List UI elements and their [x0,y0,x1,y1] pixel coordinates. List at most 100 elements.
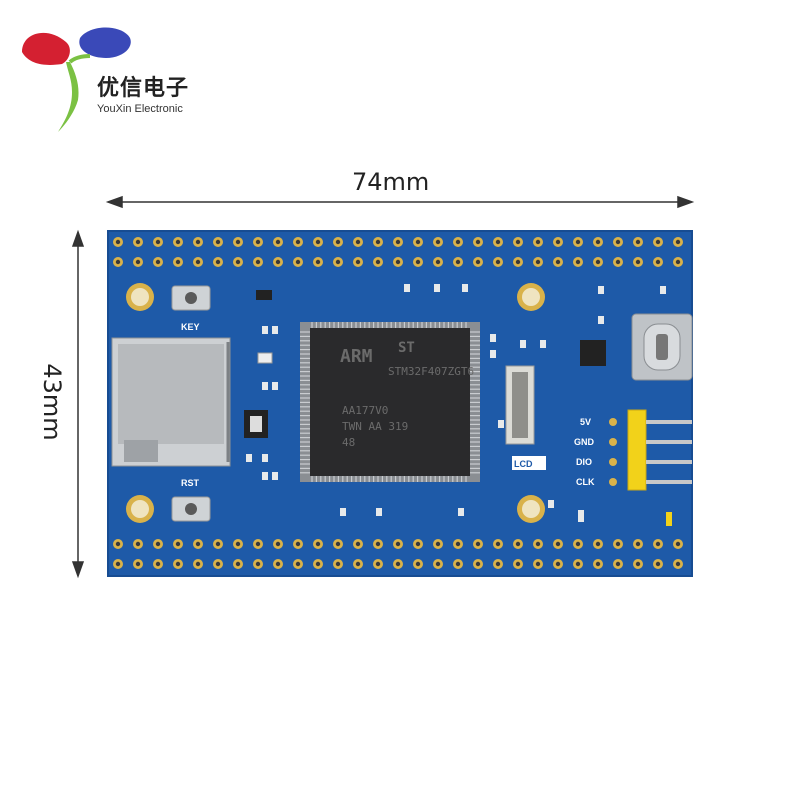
pin-hole-center [355,541,361,547]
brand-name-en: YouXin Electronic [97,103,183,115]
pin-hole-center [175,239,181,245]
pin-hole-center [315,239,321,245]
pin-hole-center [615,561,621,567]
swd-pin-header [609,409,692,491]
pin-hole-center [375,561,381,567]
pin-hole-center [595,561,601,567]
pin-hole-center [555,259,561,265]
pin-hole-center [295,541,301,547]
pin-hole-center [455,239,461,245]
usb-c-port [631,313,693,381]
chip-line4: 48 [342,436,355,449]
pin-hole-center [215,259,221,265]
pin-hole-center [315,561,321,567]
pin-hole-center [535,239,541,245]
pin-hole-center [355,561,361,567]
chip-line3: TWN AA 319 [342,420,408,433]
pin-hole-center [215,561,221,567]
pin-hole-center [155,259,161,265]
pin-hole-center [375,239,381,245]
key-label: KEY [181,322,200,332]
pin-hole-center [155,561,161,567]
pin-hole-center [515,541,521,547]
pin-hole-center [355,259,361,265]
pin-hole-center [555,561,561,567]
pin-hole-center [395,541,401,547]
width-dimension-arrow [105,195,695,209]
pin-hole-center [315,259,321,265]
pin-hole-center [335,239,341,245]
pin-hole-center [635,561,641,567]
width-dimension-label: 74mm [352,168,430,196]
pin-hole-center [535,259,541,265]
pin-hole-center [415,259,421,265]
sd-card-slot [111,337,231,467]
pin-hole-center [495,541,501,547]
pin-hole-center [375,541,381,547]
pin-hole-center [255,259,261,265]
pin-hole-center [255,561,261,567]
pin-hole-center [475,541,481,547]
pin-hole-center [395,239,401,245]
pin-hole-center [215,541,221,547]
pin-hole-center [235,561,241,567]
pin-hole-center [635,239,641,245]
pin-hole-center [135,239,141,245]
pin-hole-center [575,239,581,245]
pin-hole-center [595,239,601,245]
pin-hole-center [295,561,301,567]
pin-hole-center [475,259,481,265]
pin-hole-center [355,239,361,245]
pin-hole-center [655,561,661,567]
chip-logo-st: ST [398,340,415,356]
key-button [171,285,211,311]
pin-hole-center [175,259,181,265]
pin-gnd-label: GND [574,437,595,447]
pin-hole-center [395,561,401,567]
pin-hole-center [235,259,241,265]
pin-hole-center [655,239,661,245]
bottom-pin-header-holes [113,539,683,569]
pin-hole-center [195,541,201,547]
pin-hole-center [535,561,541,567]
pin-hole-center [575,561,581,567]
pin-hole-center [195,259,201,265]
chip-arm-logo: ARM [340,346,373,367]
pin-hole-center [175,541,181,547]
pin-hole-center [495,561,501,567]
pin-hole-center [255,239,261,245]
pin-hole-center [675,561,681,567]
pin-hole-center [555,541,561,547]
pin-hole-center [415,541,421,547]
top-pin-header-holes [113,237,683,267]
pin-hole-center [415,239,421,245]
pin-hole-center [515,259,521,265]
mounting-hole [126,283,545,523]
pin-hole-center [275,541,281,547]
pin-hole-center [415,561,421,567]
pin-hole-center [675,259,681,265]
pin-hole-center [155,239,161,245]
pin-hole-center [535,541,541,547]
pin-hole-center [555,239,561,245]
lcd-label: LCD [514,459,533,469]
pin-hole-center [655,259,661,265]
pin-hole-center [475,239,481,245]
pin-hole-center [135,259,141,265]
pin-hole-center [335,561,341,567]
pin-hole-center [275,259,281,265]
pin-hole-center [675,541,681,547]
pin-hole-center [115,541,121,547]
pin-hole-center [515,561,521,567]
logo-y-icon [22,27,131,132]
pin-hole-center [515,239,521,245]
pin-hole-center [495,239,501,245]
pin-hole-center [575,541,581,547]
pin-hole-center [435,541,441,547]
pin-hole-center [135,561,141,567]
pin-hole-center [455,259,461,265]
pin-hole-center [395,259,401,265]
height-dimension-arrow [71,229,85,579]
pin-hole-center [475,561,481,567]
